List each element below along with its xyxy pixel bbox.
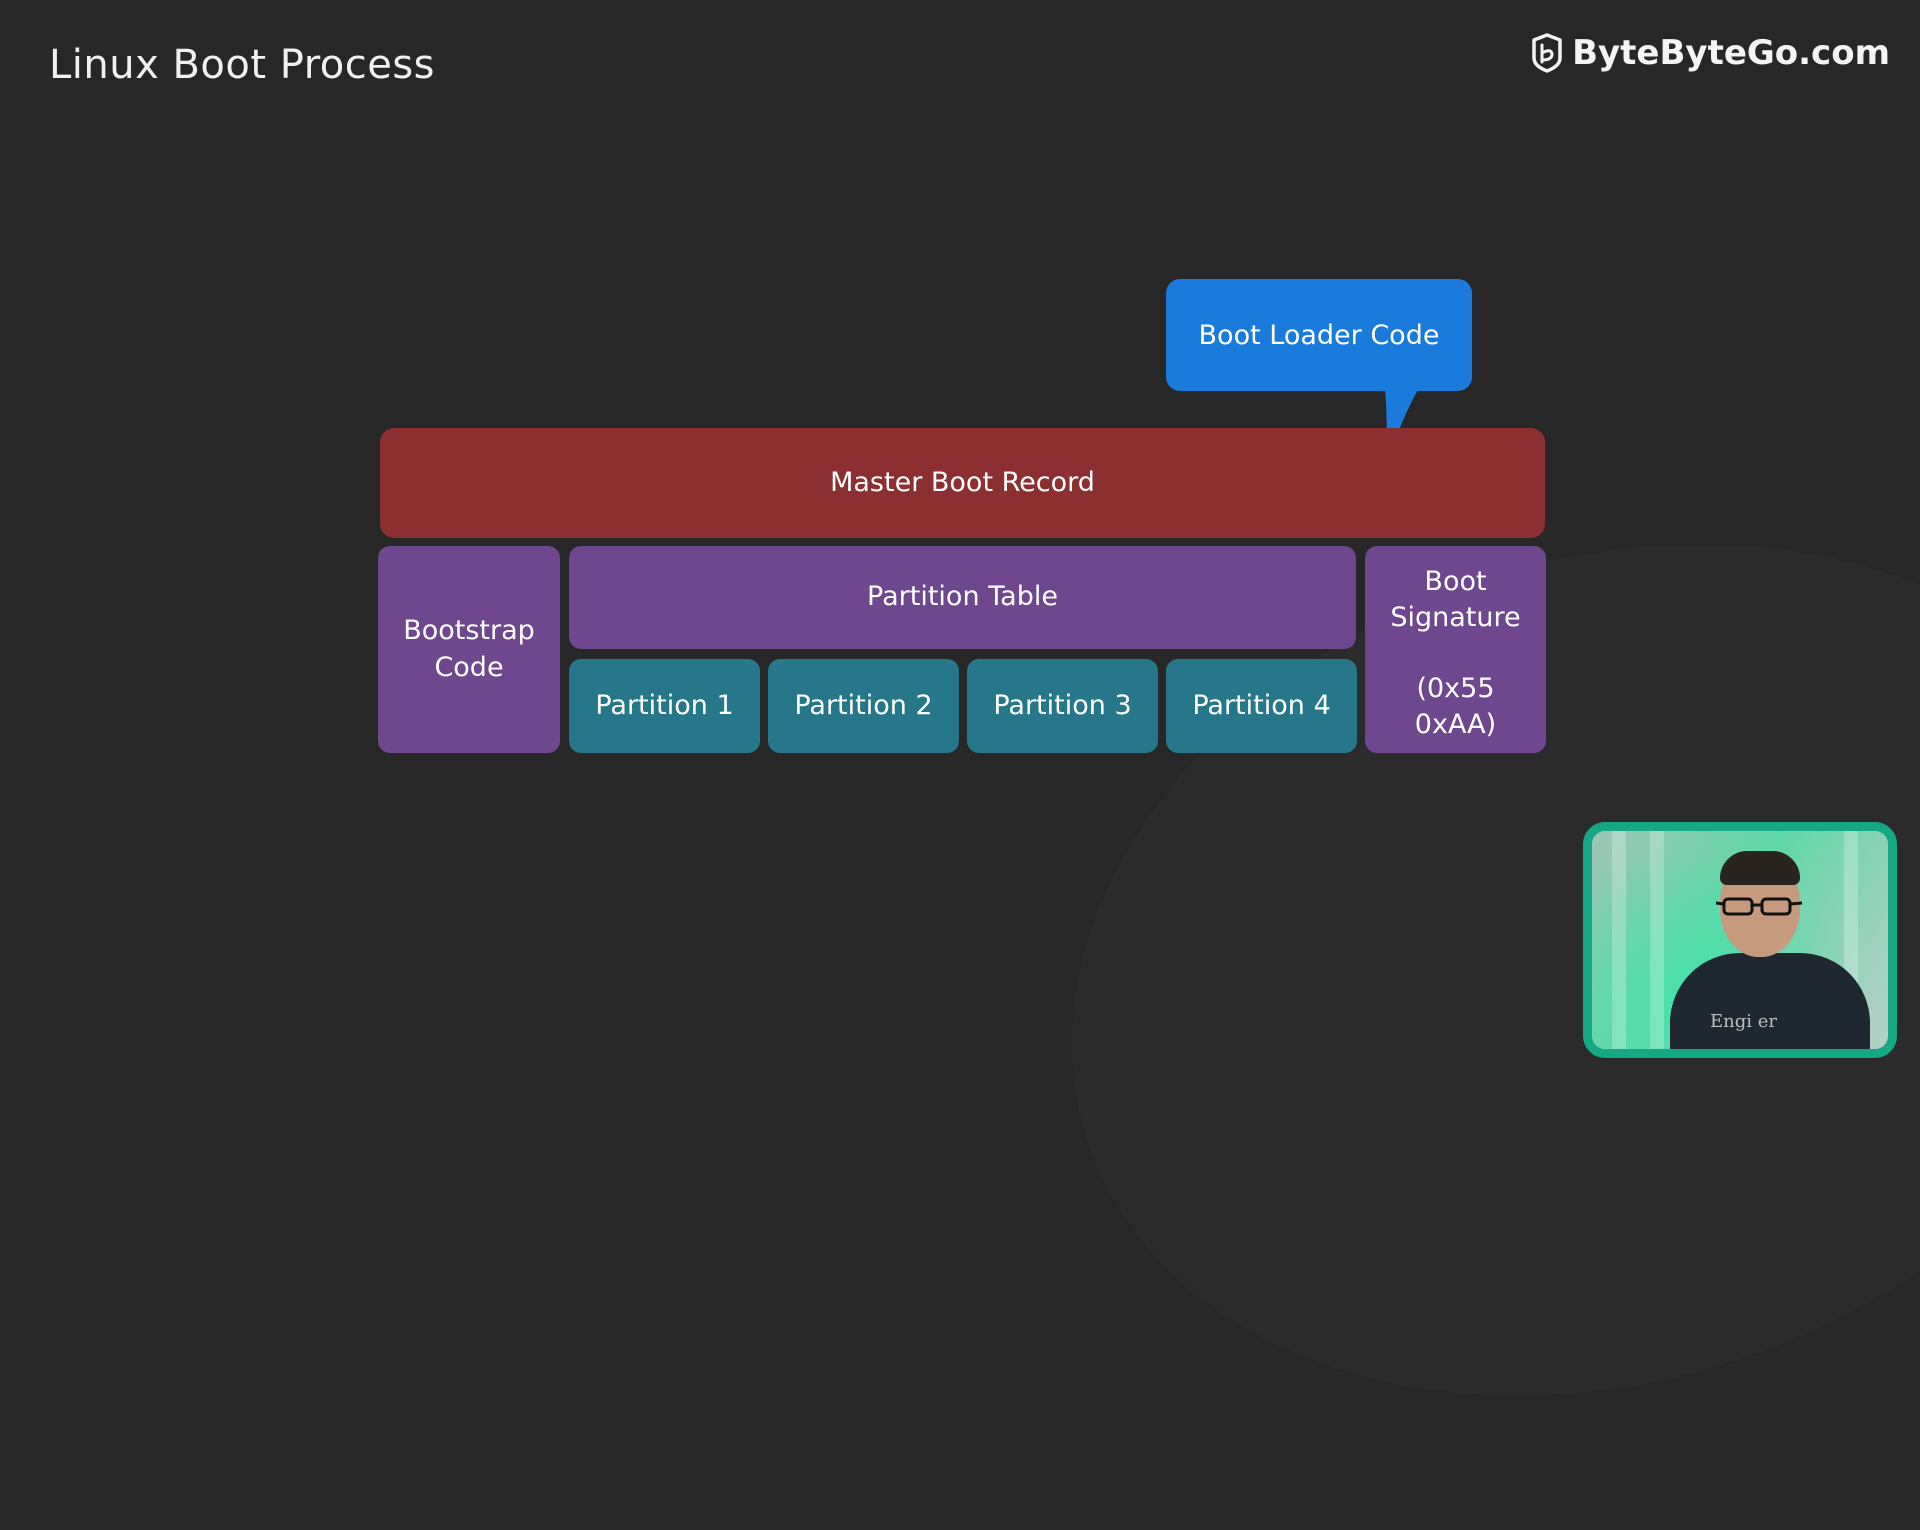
bytebytego-logo-icon: [1532, 33, 1562, 73]
brand: ByteByteGo.com: [1530, 32, 1890, 74]
master-boot-record-label: Master Boot Record: [830, 466, 1095, 498]
boot-signature-line-1: Boot: [1424, 566, 1487, 597]
presenter-glasses: [1716, 897, 1803, 916]
boot-signature-line-4: 0xAA): [1414, 709, 1497, 741]
boot-loader-label: Boot Loader Code: [1198, 319, 1440, 351]
partition-1-label: Partition 1: [595, 689, 734, 721]
partition-2-block: Partition 2: [768, 659, 959, 753]
partition-3-label: Partition 3: [993, 689, 1132, 721]
master-boot-record: Master Boot Record: [380, 428, 1545, 538]
bootstrap-line-1: Bootstrap: [403, 615, 535, 647]
boot-loader-callout: Boot Loader Code: [1166, 279, 1472, 391]
presenter-shirt-print: Engi er: [1710, 1011, 1777, 1032]
boot-signature-block: Boot Signature (0x55 0xAA): [1365, 546, 1546, 753]
partition-table-block: Partition Table: [569, 546, 1356, 649]
webcam-stripe: [1650, 831, 1664, 1049]
boot-signature-line-2: Signature: [1390, 602, 1521, 634]
boot-signature-line-3: (0x55: [1416, 672, 1495, 704]
partition-table-label: Partition Table: [867, 581, 1058, 613]
partition-4-label: Partition 4: [1192, 689, 1331, 721]
partition-4-block: Partition 4: [1166, 659, 1357, 753]
partition-2-label: Partition 2: [794, 689, 933, 721]
bootstrap-line-2: Code: [434, 651, 504, 683]
presenter-hair: [1720, 851, 1800, 885]
page-title: Linux Boot Process: [49, 42, 436, 88]
partition-1-block: Partition 1: [569, 659, 760, 753]
bootstrap-code-block: Bootstrap Code: [378, 546, 560, 753]
presenter-webcam: Engi er: [1583, 822, 1897, 1058]
webcam-stripe: [1612, 831, 1626, 1049]
presenter-body: [1670, 953, 1870, 1049]
brand-name: ByteByteGo.com: [1572, 33, 1890, 73]
partition-3-block: Partition 3: [967, 659, 1158, 753]
